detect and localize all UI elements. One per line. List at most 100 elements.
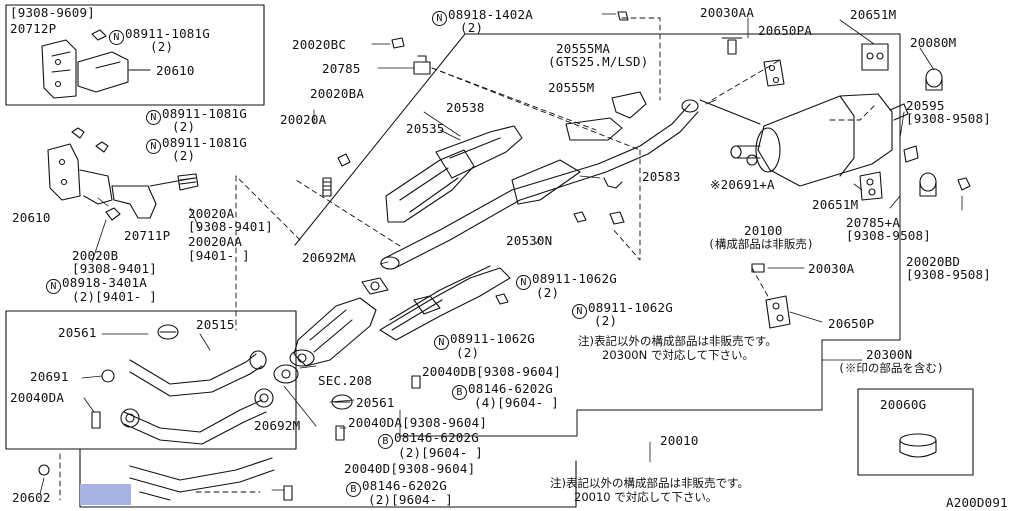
bolt-20030a	[751, 263, 765, 273]
part-label[interactable]: 20711P	[124, 228, 171, 243]
part-label[interactable]: 20530N	[506, 233, 553, 248]
n-symbol-icon: N	[109, 30, 124, 45]
hanger-20651m-mid	[859, 171, 883, 201]
part-label[interactable]: 20561	[356, 395, 395, 410]
part-label[interactable]: 20040DA[9308-9604]	[348, 415, 488, 430]
inset-box-front-lower	[79, 448, 577, 508]
part-label[interactable]: 20040DA	[10, 390, 65, 405]
hanger-20785	[391, 37, 431, 75]
bolt-20040da-lower	[335, 425, 345, 441]
part-qty: (2)	[172, 119, 196, 134]
inset-box-bracket	[5, 4, 265, 106]
part-label[interactable]: 20020B	[72, 248, 119, 263]
part-label[interactable]: 20040D[9308-9604]	[344, 461, 476, 476]
part-qty: (2)[9604- ]	[368, 492, 453, 507]
part-label[interactable]: 20030AA	[700, 5, 755, 20]
part-qty: (2)	[150, 39, 174, 54]
b-symbol-icon: B	[346, 482, 361, 497]
hanger-20650p	[765, 295, 791, 329]
note-line: 注)表記以外の構成部品は非販売です。	[550, 476, 749, 490]
part-label[interactable]: 20561	[58, 325, 97, 340]
part-label[interactable]: 20583	[642, 169, 681, 184]
part-qty: (2)	[460, 20, 484, 35]
part-label[interactable]: 20040DB[9308-9604]	[422, 364, 562, 379]
nut-20020bd	[957, 177, 971, 191]
part-label[interactable]: 20515	[196, 317, 235, 332]
part-label[interactable]: 20020AA	[188, 234, 243, 249]
part-label[interactable]: 20785	[322, 61, 361, 76]
center-pipe-20300n	[380, 99, 699, 270]
part-date: [9308-9401]	[72, 261, 157, 276]
hanger-20785a	[919, 172, 937, 197]
nut-top	[617, 11, 629, 21]
part-label[interactable]: 20020BD	[906, 254, 961, 269]
n-symbol-icon: N	[572, 304, 587, 319]
clip-20583	[603, 177, 623, 189]
part-label[interactable]: 20030A	[808, 261, 855, 276]
part-label[interactable]: 20785+A	[846, 215, 901, 230]
part-note: (構成部品は非販売)	[708, 237, 814, 251]
part-label[interactable]: 20010	[660, 433, 699, 448]
dashed-leaders	[59, 17, 877, 501]
part-label[interactable]: 20020BC	[292, 37, 347, 52]
part-label[interactable]: [9308-9609]	[10, 5, 95, 20]
gasket-20691	[101, 369, 115, 383]
highlight-marker	[80, 484, 131, 505]
part-label[interactable]: 20538	[446, 100, 485, 115]
hanger-20651m-top	[861, 43, 889, 71]
part-qty: (2)	[456, 345, 480, 360]
part-label[interactable]: 20602	[12, 490, 51, 505]
part-label[interactable]: ※20691+A	[710, 177, 775, 192]
part-label[interactable]: 20595	[906, 98, 945, 113]
part-label[interactable]: 20080M	[910, 35, 957, 50]
part-label[interactable]: 20650PA	[758, 23, 813, 38]
diagram-id: A200D091	[946, 495, 1008, 510]
inset-box-20060g	[857, 388, 974, 476]
bracket-20610-lower	[47, 127, 199, 221]
main-muffler-20100	[699, 93, 919, 187]
part-label[interactable]: 20691	[30, 369, 69, 384]
part-label[interactable]: 20712P	[10, 21, 57, 36]
stud-20020a	[322, 153, 351, 197]
part-date: [9401- ]	[188, 248, 250, 263]
heat-shield-20535	[385, 149, 475, 223]
part-label[interactable]: 20535	[406, 121, 445, 136]
part-label[interactable]: 20610	[156, 63, 195, 78]
part-label[interactable]: 20100	[744, 223, 783, 238]
part-label[interactable]: 20020BA	[310, 86, 365, 101]
part-label[interactable]: 20555MA	[556, 41, 611, 56]
part-label[interactable]: 20651M	[812, 197, 859, 212]
part-label[interactable]: 20692MA	[302, 250, 357, 265]
part-label[interactable]: 20020A	[280, 112, 327, 127]
n-symbol-icon: N	[434, 335, 449, 350]
n-symbol-icon: N	[46, 279, 61, 294]
part-label[interactable]: 20651M	[850, 7, 897, 22]
part-label[interactable]: 20610	[12, 210, 51, 225]
part-qty: (4)[9604- ]	[474, 395, 559, 410]
bolt-20030aa	[721, 37, 743, 55]
part-label[interactable]: 20300N	[866, 347, 913, 362]
heat-shield-20530n	[379, 265, 511, 341]
part-label[interactable]: 20020A	[188, 206, 235, 221]
part-label[interactable]: 20060G	[880, 397, 927, 412]
part-label[interactable]: SEC.208	[318, 373, 373, 388]
part-qty: (2)	[536, 285, 560, 300]
gasket-20692ma	[361, 277, 389, 295]
part-date: [9308-9508]	[846, 228, 931, 243]
part-label[interactable]: 20692M	[254, 418, 301, 433]
part-date: [9308-9401]	[188, 219, 273, 234]
part-label[interactable]: 20555M	[548, 80, 595, 95]
part-label[interactable]: 20650P	[828, 316, 875, 331]
